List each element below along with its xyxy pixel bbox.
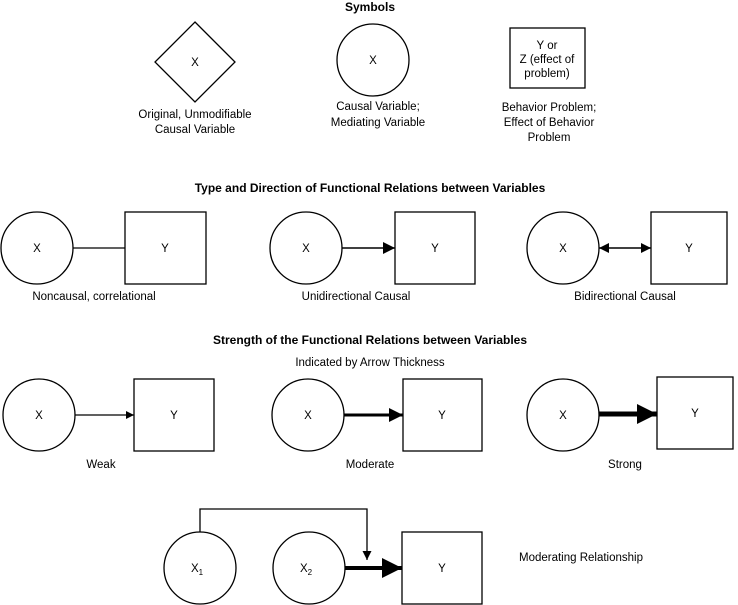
bidirectional-y-label: Y [685, 243, 693, 255]
diamond-label: X [191, 57, 199, 69]
box-caption-line1: Behavior Problem; [502, 102, 597, 114]
original-causal-variable-diamond [154, 21, 236, 103]
weak-y-box [133, 378, 215, 452]
moderate-y-label: Y [438, 410, 446, 422]
noncausal-x-label: X [33, 243, 41, 255]
circle-caption-line2: Mediating Variable [331, 117, 425, 129]
moderating-y-label: Y [438, 563, 446, 575]
x2-main: X [300, 563, 308, 575]
moderating-x1-circle [163, 531, 237, 605]
noncausal-y-label: Y [161, 243, 169, 255]
bidirectional-x-label: X [559, 243, 567, 255]
box-label-line1: Y or [537, 40, 558, 52]
weak-y-label: Y [170, 410, 178, 422]
noncausal-caption: Noncausal, correlational [32, 291, 155, 303]
unidirectional-y-box [394, 211, 476, 285]
unidirectional-y-label: Y [431, 243, 439, 255]
moderating-x1-label: X1 [191, 563, 204, 577]
x2-subscript: 2 [308, 568, 313, 577]
moderate-caption: Moderate [346, 459, 395, 471]
moderating-caption: Moderating Relationship [519, 552, 643, 564]
behavior-problem-box [509, 27, 586, 89]
strong-y-label: Y [691, 408, 699, 420]
moderate-y-box [402, 378, 483, 452]
circle-label: X [369, 55, 377, 67]
strength-subheading: Indicated by Arrow Thickness [295, 357, 445, 369]
strong-x-label: X [559, 410, 567, 422]
symbols-heading: Symbols [345, 0, 395, 14]
moderating-connector [199, 508, 372, 560]
bidirectional-y-box [650, 211, 728, 285]
circle-caption-line1: Causal Variable; [336, 101, 420, 113]
x1-subscript: 1 [199, 568, 204, 577]
box-caption-line2: Effect of Behavior [504, 117, 595, 129]
weak-caption: Weak [86, 459, 115, 471]
diamond-caption-line2: Causal Variable [155, 124, 235, 136]
moderating-x2-label: X2 [300, 563, 313, 577]
noncausal-y-box [124, 211, 207, 285]
causal-variable-circle [336, 23, 410, 97]
strong-caption: Strong [608, 459, 642, 471]
diamond-caption-line1: Original, Unmodifiable [138, 109, 251, 121]
box-label-line2: Z (effect of [520, 54, 576, 66]
box-caption-line3: Problem [528, 132, 571, 144]
bidirectional-caption: Bidirectional Causal [574, 291, 676, 303]
box-label-line3: problem) [524, 68, 570, 80]
x1-main: X [191, 563, 199, 575]
weak-x-label: X [35, 410, 43, 422]
strength-heading: Strength of the Functional Relations bet… [213, 333, 527, 347]
strong-y-box [656, 376, 734, 450]
unidirectional-caption: Unidirectional Causal [302, 291, 411, 303]
moderate-x-label: X [304, 410, 312, 422]
type-direction-heading: Type and Direction of Functional Relatio… [195, 181, 546, 195]
unidirectional-x-label: X [302, 243, 310, 255]
moderating-y-box [401, 531, 483, 605]
